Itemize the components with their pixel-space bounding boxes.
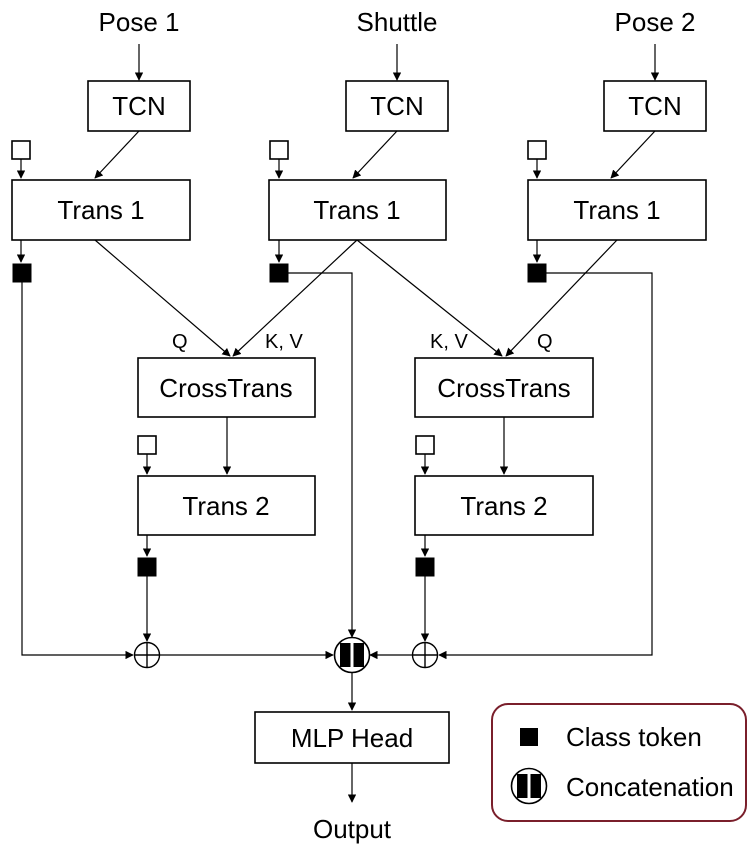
arrow-shuttle-kv-to-crosstrans-right <box>356 239 503 357</box>
key-value-label-right: K, V <box>430 331 468 353</box>
class-token-output <box>12 263 32 283</box>
class-token-input <box>415 435 435 455</box>
mlp-head-label: MLP Head <box>291 723 413 753</box>
legend: Class token Concatenation <box>491 703 747 822</box>
tcn-label: TCN <box>112 91 165 121</box>
tcn-label: TCN <box>370 91 423 121</box>
crosstrans-label: CrossTrans <box>437 373 570 403</box>
class-token-input <box>137 435 157 455</box>
key-value-label-left: K, V <box>265 331 303 353</box>
arrow-shuttle-token-to-concat <box>288 272 357 638</box>
trans2-label: Trans 2 <box>182 491 269 521</box>
sum-node-right <box>411 641 439 669</box>
input-label-pose-1: Pose 1 <box>99 7 180 37</box>
tcn-block-shuttle: TCN <box>345 80 449 132</box>
crosstrans-block-right: CrossTrans <box>414 357 594 418</box>
class-token-input <box>269 140 289 160</box>
arrow-tcn2-to-trans1 <box>352 130 398 179</box>
class-token-output <box>527 263 547 283</box>
class-token-output <box>415 557 435 577</box>
class-token-input <box>11 140 31 160</box>
class-token-output <box>137 557 157 577</box>
crosstrans-label: CrossTrans <box>159 373 292 403</box>
class-token-input <box>527 140 547 160</box>
legend-class-token-label: Class token <box>566 722 702 752</box>
sum-node-left <box>133 641 161 669</box>
arrow-pose1-query-to-crosstrans-left <box>94 239 231 357</box>
arrow-tcn1-to-trans1 <box>94 130 140 179</box>
tcn-block-pose-2: TCN <box>603 80 707 132</box>
trans1-label: Trans 1 <box>573 195 660 225</box>
trans1-block-shuttle: Trans 1 <box>268 179 447 241</box>
arrow-shuttle-kv-to-crosstrans-left <box>232 239 358 357</box>
concatenation-node <box>333 636 371 674</box>
output-label: Output <box>313 814 392 844</box>
tcn-block-pose-1: TCN <box>87 80 191 132</box>
legend-frame <box>491 703 747 822</box>
crosstrans-block-left: CrossTrans <box>137 357 316 418</box>
query-label-right: Q <box>537 331 553 353</box>
trans2-block-right: Trans 2 <box>414 475 594 536</box>
class-token-output <box>269 263 289 283</box>
input-label-pose-2: Pose 2 <box>615 7 696 37</box>
trans1-block-pose-1: Trans 1 <box>11 179 191 241</box>
legend-concatenation-label: Concatenation <box>566 772 734 802</box>
legend-concatenation-symbol <box>510 767 548 805</box>
mlp-head-block: MLP Head <box>254 711 450 764</box>
trans1-block-pose-2: Trans 1 <box>527 179 707 241</box>
legend-class-token-symbol <box>520 728 538 746</box>
input-label-shuttle: Shuttle <box>357 7 438 37</box>
trans1-label: Trans 1 <box>313 195 400 225</box>
trans2-label: Trans 2 <box>460 491 547 521</box>
trans1-label: Trans 1 <box>57 195 144 225</box>
trans2-block-left: Trans 2 <box>137 475 316 536</box>
tcn-label: TCN <box>628 91 681 121</box>
query-label-left: Q <box>172 331 188 353</box>
arrow-tcn3-to-trans1 <box>610 130 656 179</box>
arrow-pose2-query-to-crosstrans-right <box>505 239 618 357</box>
arrow-pose2-token-to-sum <box>438 272 653 660</box>
arrow-pose1-token-to-sum <box>21 282 134 660</box>
